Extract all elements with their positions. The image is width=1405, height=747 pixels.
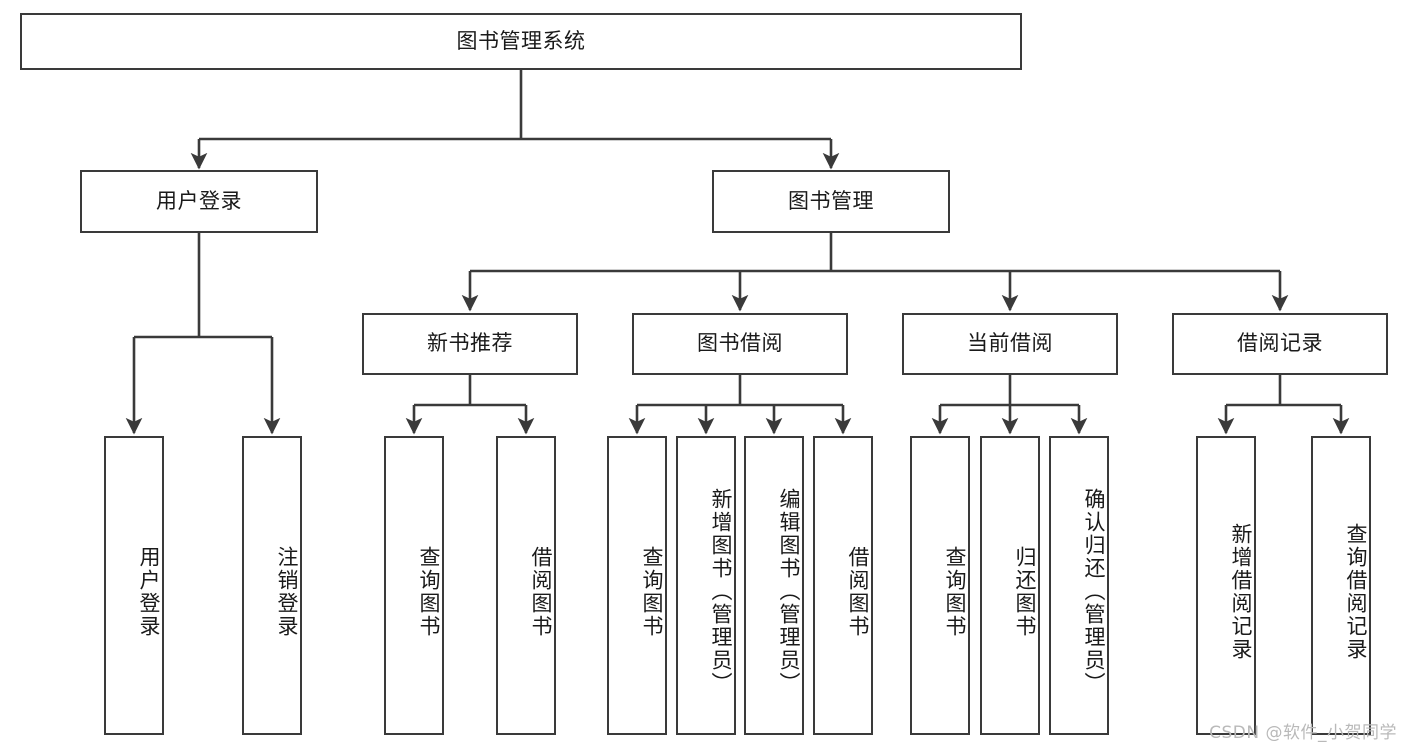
node-leaf-user-login[interactable]: 用户登录 [104,436,164,735]
node-borrow-record[interactable]: 借阅记录 [1172,313,1388,375]
csdn-watermark: CSDN @软件_小贺同学 [1209,723,1397,743]
node-new-book-recommend[interactable]: 新书推荐 [362,313,578,375]
node-leaf-query-borrow-record[interactable]: 查询借阅记录 [1311,436,1371,735]
node-root[interactable]: 图书管理系统 [20,13,1022,70]
node-leaf-add-borrow-record[interactable]: 新增借阅记录 [1196,436,1256,735]
node-book-borrow[interactable]: 图书借阅 [632,313,848,375]
node-user-login[interactable]: 用户登录 [80,170,318,233]
node-current-borrow[interactable]: 当前借阅 [902,313,1118,375]
node-leaf-confirm-return-admin[interactable]: 确认归还（管理员） [1049,436,1109,735]
node-leaf-borrow-book-newbook[interactable]: 借阅图书 [496,436,556,735]
node-leaf-borrow-book[interactable]: 借阅图书 [813,436,873,735]
node-leaf-add-book-admin[interactable]: 新增图书（管理员） [676,436,736,735]
node-leaf-edit-book-admin[interactable]: 编辑图书（管理员） [744,436,804,735]
node-book-management[interactable]: 图书管理 [712,170,950,233]
node-leaf-query-book-borrow[interactable]: 查询图书 [607,436,667,735]
node-leaf-return-book[interactable]: 归还图书 [980,436,1040,735]
node-leaf-query-book-newbook[interactable]: 查询图书 [384,436,444,735]
node-leaf-query-book-current[interactable]: 查询图书 [910,436,970,735]
node-leaf-logout[interactable]: 注销登录 [242,436,302,735]
